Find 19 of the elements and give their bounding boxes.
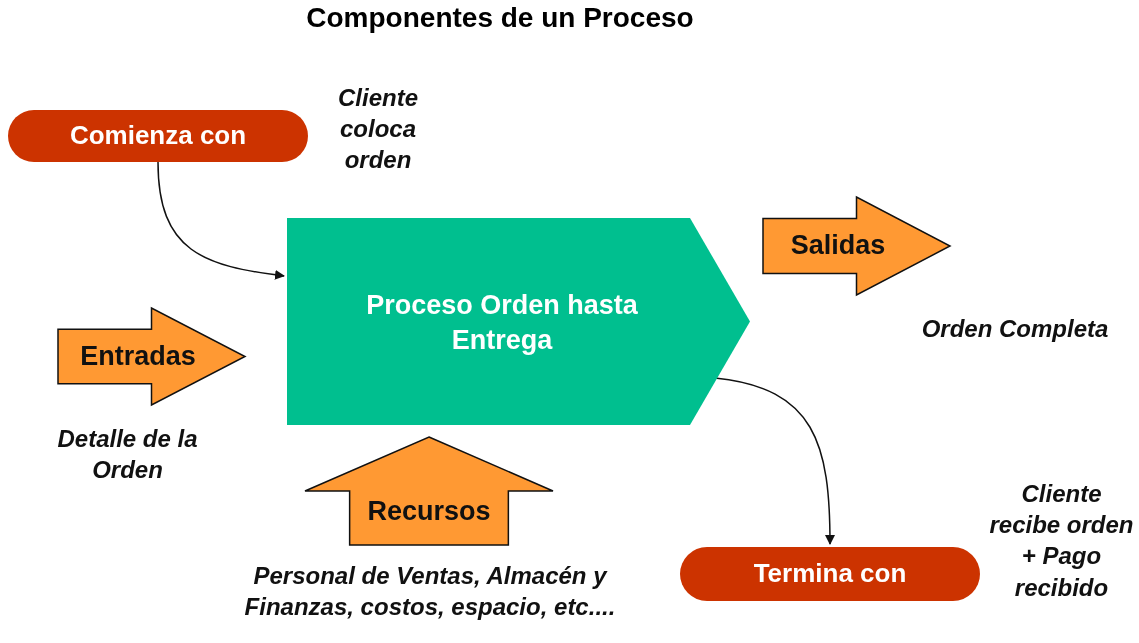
node-label: Termina con [752, 557, 908, 591]
end-terminal [680, 547, 980, 601]
node-label: Recursos [366, 495, 492, 529]
diagram-title: Componentes de un Proceso [305, 2, 695, 34]
node-label: Proceso Orden hasta Entrega [365, 288, 639, 357]
curved-arrow [157, 161, 285, 280]
node-label: Comienza con [68, 119, 248, 153]
node-caption: Detalle de la Orden [56, 424, 199, 486]
node-caption: Personal de Ventas, Almacén y Finanzas, costos, espacio, etc.... [243, 561, 617, 623]
node-caption: Cliente recibe orden + Pago recibido [988, 479, 1135, 603]
input-block-arrow [58, 308, 245, 405]
resource-block-arrow [305, 437, 553, 545]
node-label: Entradas [79, 339, 197, 373]
node-caption: Cliente coloca orden [337, 83, 419, 176]
process-pentagon [287, 218, 750, 425]
output-block-arrow [763, 197, 950, 295]
start-terminal [8, 110, 308, 162]
node-label: Salidas [789, 228, 887, 262]
node-caption: Orden Completa [920, 314, 1110, 344]
